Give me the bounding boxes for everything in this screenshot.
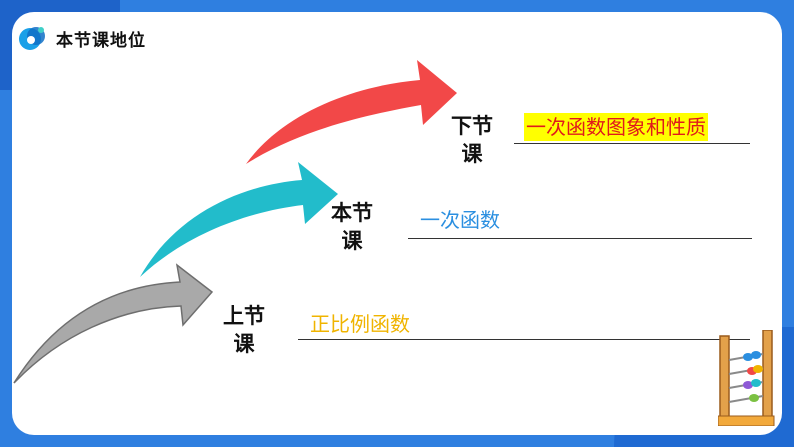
stage-topic-previous: 正比例函数 [310, 312, 410, 336]
abacus-icon [717, 329, 778, 427]
stage-topic-next: 一次函数图象和性质 [524, 113, 708, 141]
stage-underline-previous [298, 339, 750, 340]
stage-label-previous: 上节 课 [223, 304, 265, 356]
stage-topic-current: 一次函数 [420, 208, 500, 232]
page-title: 本节课地位 [56, 30, 146, 51]
slide-card [12, 12, 782, 435]
arrow-next [246, 60, 457, 164]
arrow-previous [13, 263, 214, 384]
stage-label-current: 本节 课 [331, 201, 373, 253]
stage-label-next: 下节 课 [451, 114, 493, 166]
arrow-current [140, 162, 338, 277]
stage-underline-current [408, 238, 752, 239]
logo-icon [18, 23, 48, 53]
slide-header: 本节课地位 [18, 20, 168, 56]
stage-underline-next [514, 143, 750, 144]
